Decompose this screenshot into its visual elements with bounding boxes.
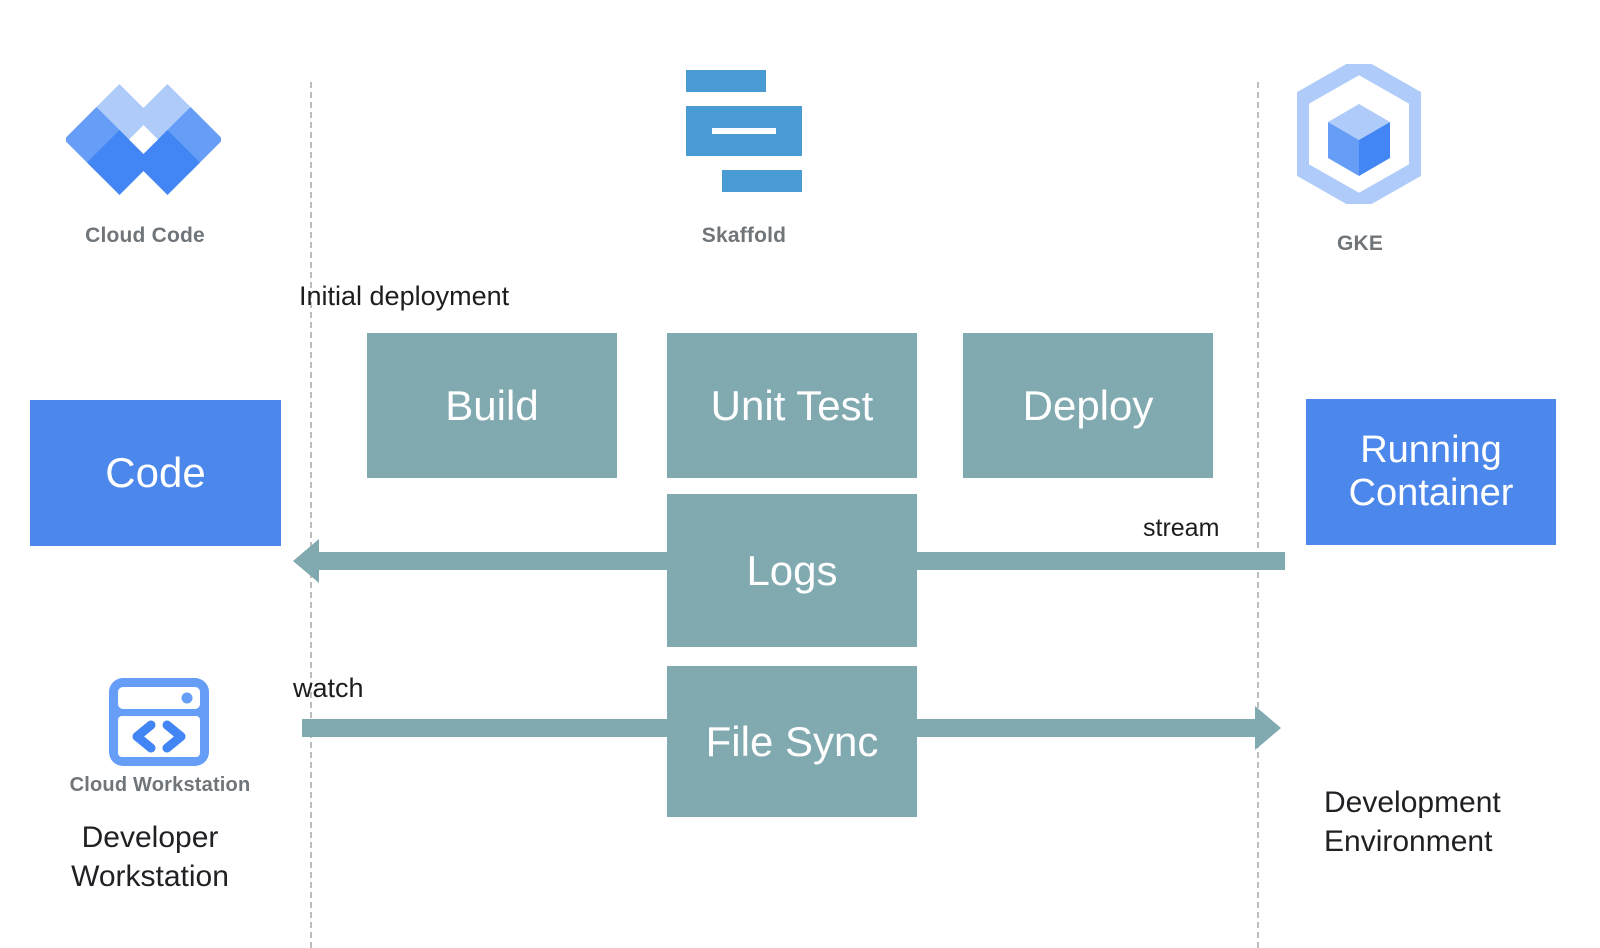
cloud-code-icon bbox=[63, 83, 224, 212]
zone-right-line1: Development bbox=[1324, 786, 1501, 819]
box-deploy-label: Deploy bbox=[1022, 381, 1154, 429]
boundary-line-right bbox=[1257, 82, 1259, 948]
zone-label-development-environment: Development Environment bbox=[1324, 783, 1501, 861]
box-deploy[interactable]: Deploy bbox=[963, 333, 1213, 478]
zone-left-line2: Workstation bbox=[71, 860, 229, 893]
watch-arrow-head bbox=[1255, 706, 1281, 750]
box-running-container-label-line2: Container bbox=[1348, 472, 1514, 514]
label-stream: stream bbox=[1143, 514, 1220, 542]
box-unit-test-label: Unit Test bbox=[710, 381, 874, 429]
zone-right-line2: Environment bbox=[1324, 825, 1493, 858]
box-file-sync-label: File Sync bbox=[705, 717, 879, 765]
skaffold-icon bbox=[686, 70, 802, 192]
gke-icon bbox=[1293, 56, 1425, 212]
box-running-container[interactable]: Running Container bbox=[1306, 399, 1556, 545]
box-logs-label: Logs bbox=[746, 546, 838, 594]
box-logs[interactable]: Logs bbox=[667, 494, 917, 647]
box-code-label: Code bbox=[105, 449, 206, 497]
box-code[interactable]: Code bbox=[30, 400, 281, 546]
box-unit-test[interactable]: Unit Test bbox=[667, 333, 917, 478]
box-running-container-label-line1: Running bbox=[1360, 429, 1502, 472]
box-file-sync[interactable]: File Sync bbox=[667, 666, 917, 817]
cloud-workstation-icon bbox=[107, 676, 211, 768]
cloud-workstation-caption: Cloud Workstation bbox=[69, 774, 251, 796]
box-build-label: Build bbox=[445, 381, 539, 429]
boundary-line-left bbox=[310, 82, 312, 948]
label-watch: watch bbox=[293, 673, 364, 703]
zone-label-developer-workstation: Developer Workstation bbox=[0, 818, 300, 896]
cloud-code-caption: Cloud Code bbox=[85, 224, 205, 247]
box-build[interactable]: Build bbox=[367, 333, 617, 478]
stream-arrow-head bbox=[293, 539, 319, 583]
zone-left-line1: Developer bbox=[81, 821, 219, 854]
gke-caption: GKE bbox=[1336, 232, 1384, 255]
skaffold-caption: Skaffold bbox=[701, 224, 787, 247]
label-initial-deployment: Initial deployment bbox=[299, 281, 510, 311]
